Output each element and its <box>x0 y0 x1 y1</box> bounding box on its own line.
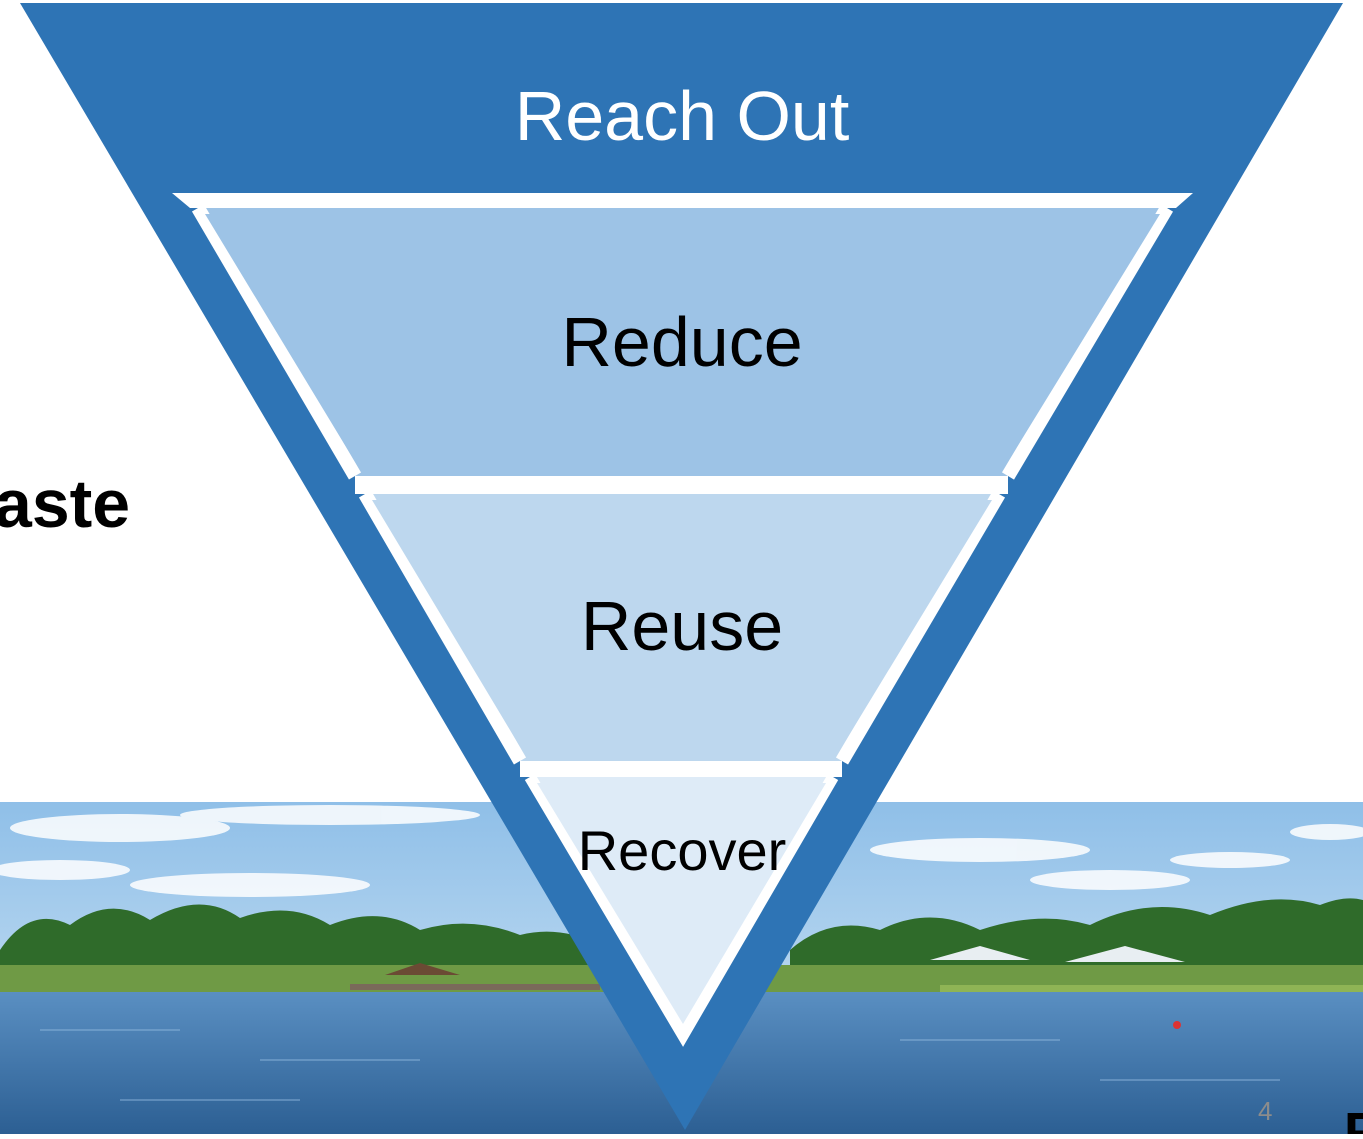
photo-clouds <box>0 805 1363 897</box>
funnel-label-reuse: Reuse <box>581 587 783 665</box>
funnel-edge-left-3 <box>358 490 527 765</box>
photo-pavilion-2 <box>930 946 1030 960</box>
funnel-edge-left-2 <box>191 204 362 480</box>
left-text-fragment: aste <box>0 466 130 542</box>
photo-trees-left <box>0 904 600 985</box>
funnel-label-recover: Recover <box>578 819 787 882</box>
funnel-separator-1 <box>172 193 1193 208</box>
page-number: 4 <box>1258 1096 1272 1126</box>
funnel-edge-right-3 <box>835 490 1006 765</box>
funnel-label-reach-out: Reach Out <box>515 77 850 155</box>
photo-trees-right <box>790 898 1363 985</box>
photo-ripples <box>40 1029 1280 1101</box>
funnel-edge-right-2 <box>1001 204 1174 480</box>
photo-dock <box>350 984 600 990</box>
funnel-edge-4 <box>524 773 839 1047</box>
photo-pavilion-1 <box>385 963 460 975</box>
funnel-label-reduce: Reduce <box>561 303 802 381</box>
photo-pavilion-3 <box>1065 946 1185 962</box>
corner-text-fragment: F <box>1344 1102 1363 1134</box>
photo-buoy <box>1173 1021 1181 1029</box>
funnel-diagram: Reach Out Reduce Reuse Recover <box>20 3 1343 1130</box>
